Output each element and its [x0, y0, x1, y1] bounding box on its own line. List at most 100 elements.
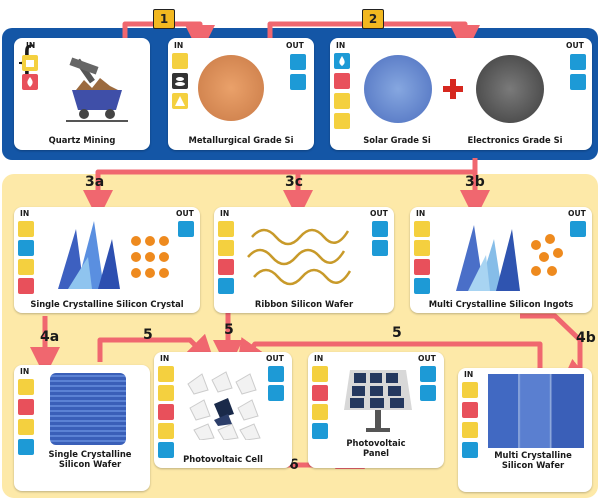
robot-icon: [414, 221, 430, 237]
out-label: OUT: [286, 41, 304, 50]
factory-icon: [372, 240, 388, 256]
step-label-4a: 4a: [40, 329, 60, 345]
pv-panel-image: [344, 370, 412, 432]
multi-ingots-image: [456, 225, 563, 291]
warning-icon: [462, 422, 478, 438]
ribbon-wafer-image: [247, 228, 352, 286]
in-label: IN: [174, 41, 184, 50]
in-label: IN: [336, 41, 346, 50]
in-label: IN: [314, 354, 324, 363]
step-label-5b: 5: [224, 322, 234, 338]
robot-icon: [172, 53, 188, 69]
water-drop-icon: [312, 423, 328, 439]
node-title: Metallurgical Grade Si: [188, 135, 294, 145]
arrow-step-5c: [236, 337, 543, 371]
water-drop-icon: [18, 240, 34, 256]
node-title: Quartz Mining: [48, 135, 116, 145]
water-drop-icon: [462, 442, 478, 458]
in-label: IN: [220, 209, 230, 218]
factory-icon: [290, 74, 306, 90]
arrow-step-3-trunk: [83, 158, 478, 220]
robot-icon: [462, 382, 478, 398]
factory-icon: [420, 385, 436, 401]
fire-icon: [158, 404, 174, 420]
node-solar-electronics-grade-si: IN OUT Solar Grade Si Electronics Grade …: [330, 38, 592, 150]
node-single-crystalline-silicon-crystal: IN OUT Single Crystalline Silicon Crysta…: [14, 207, 200, 313]
step-label-5c: 5: [392, 325, 402, 341]
water-drop-icon: [414, 278, 430, 294]
out-label: OUT: [566, 41, 584, 50]
in-label: IN: [20, 367, 30, 376]
out-label: OUT: [370, 209, 388, 218]
node-multi-crystalline-silicon-wafer: IN Multi Crystalline Silicon Wafer: [458, 368, 592, 492]
fire-icon: [462, 402, 478, 418]
step-label-3c: 3c: [285, 174, 304, 190]
robot-icon: [158, 366, 174, 382]
robot-icon: [218, 221, 234, 237]
in-label: IN: [26, 41, 36, 50]
node-title-solar: Solar Grade Si: [363, 135, 431, 145]
database-icon: [570, 54, 586, 70]
pv-cell-image: [187, 371, 261, 440]
fire-icon: [18, 399, 34, 415]
warning-icon: [18, 419, 34, 435]
node-title: Multi Crystalline Silicon Ingots: [428, 299, 574, 309]
water-drop-icon: [178, 221, 194, 237]
water-drop-icon: [334, 53, 350, 69]
database-icon: [372, 221, 388, 237]
robot-icon: [334, 113, 350, 129]
node-photovoltaic-panel: IN OUT Photovoltaic Panel: [308, 352, 444, 468]
arrow-step-5a: [97, 333, 216, 366]
water-drop-icon: [158, 442, 174, 458]
out-label: OUT: [266, 354, 284, 363]
node-title-electronics: Electronics Grade Si: [467, 135, 563, 145]
node-metallurgical-grade-si: IN OUT Metallurgical Grade Si: [168, 38, 314, 150]
node-single-crystalline-silicon-wafer: IN Single Crystalline Silicon Wafer: [14, 365, 150, 491]
warning-icon: [158, 423, 174, 439]
step-label-6: 6: [289, 457, 299, 473]
water-drop-icon: [570, 221, 586, 237]
single-crystal-image: [58, 221, 169, 289]
fire-icon: [334, 73, 350, 89]
electronics-si-image: [476, 55, 544, 123]
plus-icon: [443, 79, 463, 99]
step-badge-1: 1: [153, 9, 175, 29]
warning-icon: [414, 240, 430, 256]
metallurgical-si-image: [198, 55, 264, 121]
in-label: IN: [160, 354, 170, 363]
robot-icon: [18, 379, 34, 395]
database-icon: [290, 54, 306, 70]
multi-wafer-image: [488, 374, 584, 448]
warning-icon: [18, 259, 34, 275]
step-label-4b: 4b: [576, 330, 596, 346]
stones-icon: [172, 73, 188, 89]
factory-icon: [268, 385, 284, 401]
step-label-3a: 3a: [85, 174, 105, 190]
in-label: IN: [464, 370, 474, 379]
step-label-3b: 3b: [465, 174, 485, 190]
fire-icon: [312, 385, 328, 401]
fire-icon: [22, 74, 38, 90]
node-ribbon-silicon-wafer: IN OUT Ribbon Silicon Wafer: [214, 207, 394, 313]
node-quartz-mining: IN { Quartz Mining: [14, 38, 150, 150]
warning-icon: [172, 93, 188, 109]
water-drop-icon: [218, 278, 234, 294]
node-title: Photovoltaic Cell: [183, 454, 263, 464]
mining-cart-image: [66, 57, 128, 122]
node-title: Multi Crystalline Silicon Wafer: [494, 450, 572, 470]
single-wafer-image: [50, 373, 126, 445]
warning-icon: [218, 240, 234, 256]
warning-icon: [158, 385, 174, 401]
database-icon: [420, 366, 436, 382]
out-label: OUT: [176, 209, 194, 218]
robot-icon: [312, 366, 328, 382]
fire-icon: [218, 259, 234, 275]
node-title: Single Crystalline Silicon Wafer: [48, 449, 132, 469]
database-icon: [268, 366, 284, 382]
node-multi-crystalline-silicon-ingots: IN OUT Multi Crystalline Silicon Ingots: [410, 207, 592, 313]
robot-icon: [22, 55, 38, 71]
out-label: OUT: [418, 354, 436, 363]
node-title: Single Crystalline Silicon Crystal: [30, 299, 184, 309]
warning-icon: [312, 404, 328, 420]
in-label: IN: [416, 209, 426, 218]
